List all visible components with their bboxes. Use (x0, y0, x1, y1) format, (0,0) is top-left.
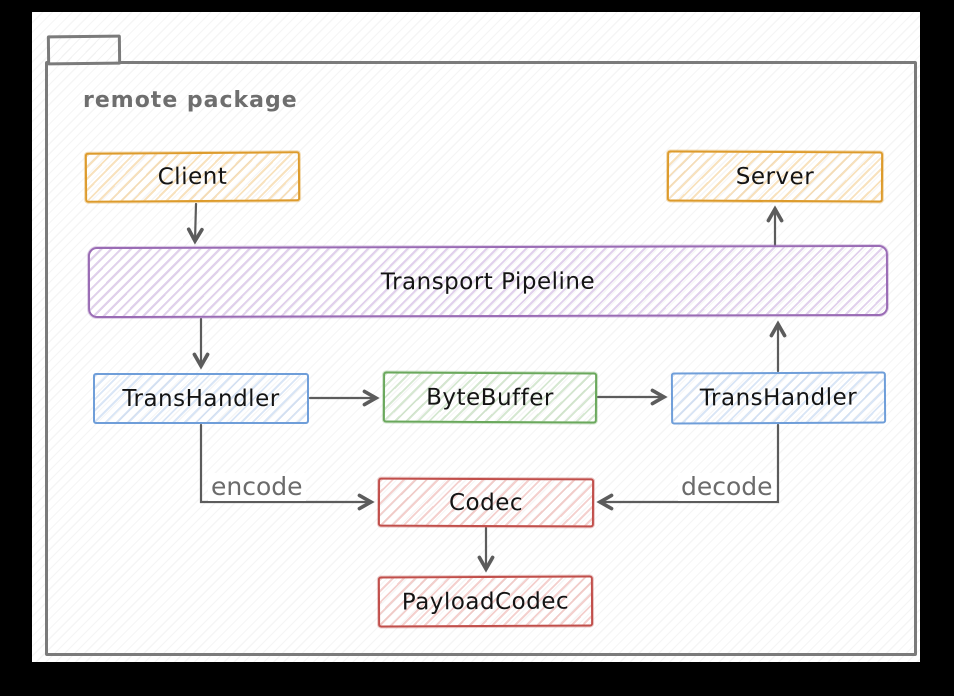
node-transport-pipeline-label: Transport Pipeline (380, 268, 596, 295)
node-payloadcodec-label: PayloadCodec (401, 588, 570, 615)
edge-label-decode: decode (678, 473, 776, 501)
package-folder-body (45, 61, 917, 656)
edge-label-encode: encode (208, 473, 306, 501)
edge-encode (199, 423, 375, 511)
edge-decode (596, 423, 780, 511)
node-server-label: Server (735, 163, 815, 190)
node-server: Server (666, 150, 884, 203)
node-transport-pipeline: Transport Pipeline (87, 244, 889, 319)
node-client: Client (84, 151, 301, 203)
node-codec: Codec (377, 477, 595, 528)
node-bytebuffer-label: ByteBuffer (426, 384, 554, 411)
node-transhandler-left-label: TransHandler (122, 385, 280, 412)
package-title: remote package (83, 88, 298, 113)
node-client-label: Client (157, 163, 228, 191)
node-transhandler-left: TransHandler (93, 373, 309, 424)
node-transhandler-right-label: TransHandler (699, 384, 858, 412)
node-payloadcodec: PayloadCodec (377, 575, 594, 628)
node-transhandler-right: TransHandler (670, 371, 887, 425)
node-codec-label: Codec (448, 489, 524, 516)
edge-client-to-pipeline (186, 202, 204, 245)
node-bytebuffer: ByteBuffer (382, 371, 598, 424)
